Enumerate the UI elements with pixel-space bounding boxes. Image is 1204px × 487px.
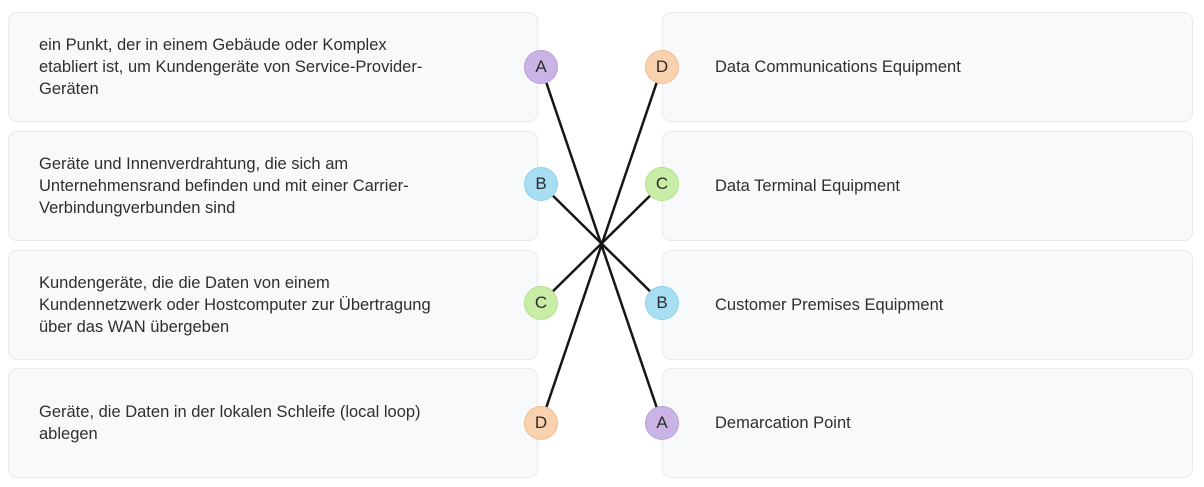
connection-line <box>540 183 663 304</box>
badge-letter: C <box>655 174 669 193</box>
badge-letter: A <box>535 57 547 76</box>
badge-right-d[interactable]: D <box>645 50 679 84</box>
definition-text: ein Punkt, der in einem Gebäude oder Kom… <box>39 36 423 98</box>
badge-right-b[interactable]: B <box>645 286 679 320</box>
definition-text: Geräte, die Daten in der lokalen Schleif… <box>39 403 421 443</box>
badge-left-c[interactable]: C <box>524 286 558 320</box>
term-text: Demarcation Point <box>715 414 851 432</box>
badge-letter: D <box>655 57 669 76</box>
badge-letter: A <box>656 413 668 432</box>
definition-card-c[interactable]: Kundengeräte, die die Daten von einem Ku… <box>8 250 538 360</box>
term-card-dce[interactable]: Data Communications Equipment <box>662 12 1193 122</box>
definition-card-a[interactable]: ein Punkt, der in einem Gebäude oder Kom… <box>8 12 538 122</box>
term-card-dte[interactable]: Data Terminal Equipment <box>662 131 1193 241</box>
definition-text: Kundengeräte, die die Daten von einem Ku… <box>39 274 431 336</box>
definition-card-d[interactable]: Geräte, die Daten in der lokalen Schleif… <box>8 368 538 478</box>
connection-line <box>540 183 663 304</box>
badge-left-d[interactable]: D <box>524 406 558 440</box>
definition-text: Geräte und Innenverdrahtung, die sich am… <box>39 155 409 217</box>
connection-line <box>539 66 664 424</box>
badge-left-a[interactable]: A <box>524 50 558 84</box>
badge-letter: B <box>535 174 547 193</box>
term-text: Data Communications Equipment <box>715 58 961 76</box>
connection-line <box>539 66 664 424</box>
badge-left-b[interactable]: B <box>524 167 558 201</box>
badge-letter: B <box>656 293 668 312</box>
term-card-cpe[interactable]: Customer Premises Equipment <box>662 250 1193 360</box>
badge-right-a[interactable]: A <box>645 406 679 440</box>
term-card-demarc[interactable]: Demarcation Point <box>662 368 1193 478</box>
term-text: Customer Premises Equipment <box>715 296 944 314</box>
badge-right-c[interactable]: C <box>645 167 679 201</box>
definition-card-b[interactable]: Geräte und Innenverdrahtung, die sich am… <box>8 131 538 241</box>
term-text: Data Terminal Equipment <box>715 177 900 195</box>
badge-letter: D <box>534 413 548 432</box>
badge-letter: C <box>534 293 548 312</box>
